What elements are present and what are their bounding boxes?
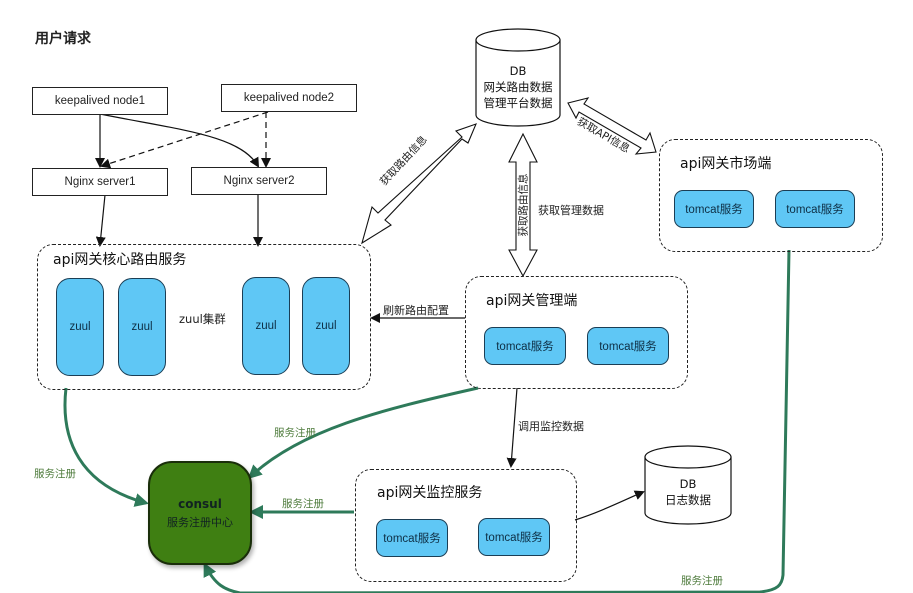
- edge-label-register-monitor: 服务注册: [282, 498, 324, 510]
- admin-title: api网关管理端: [486, 293, 578, 309]
- monitor-title: api网关监控服务: [377, 485, 483, 501]
- market-tomcat-2[interactable]: tomcat服务: [775, 190, 855, 228]
- keepalived-node2-label: keepalived node2: [243, 92, 335, 104]
- edge-register-market: [203, 249, 791, 593]
- admin-tomcat-2[interactable]: tomcat服务: [587, 327, 669, 365]
- zuul-node-3-label: zuul: [255, 320, 277, 332]
- zuul-node-2[interactable]: zuul: [118, 278, 166, 376]
- admin-tomcat-1[interactable]: tomcat服务: [484, 327, 566, 365]
- edge-label-admin-data: 获取管理数据: [538, 204, 604, 217]
- monitor-tomcat-2[interactable]: tomcat服务: [478, 518, 550, 556]
- consul-name: consul: [178, 496, 222, 511]
- edge-register-core: [63, 387, 149, 507]
- edge-nginx1-core: [95, 194, 106, 247]
- edge-monitor-dblog: [574, 490, 645, 521]
- edge-label-register-market: 服务注册: [681, 575, 723, 587]
- zuul-node-2-label: zuul: [131, 321, 153, 333]
- keepalived-node1-label: keepalived node1: [54, 95, 146, 107]
- admin-group[interactable]: [465, 276, 688, 389]
- edge-label-register-admin: 服务注册: [274, 427, 316, 439]
- market-title: api网关市场端: [680, 156, 772, 172]
- edge-node1-nginx2: [99, 113, 260, 168]
- edge-node2-nginx1: [100, 111, 269, 169]
- nginx-server2[interactable]: Nginx server2: [191, 167, 327, 195]
- monitor-group[interactable]: [355, 469, 577, 582]
- db-main-line-3: 管理平台数据: [483, 96, 553, 110]
- db-log-line-2: 日志数据: [665, 493, 711, 507]
- market-tomcat-1[interactable]: tomcat服务: [674, 190, 754, 228]
- db-log-line-1: DB: [679, 477, 697, 491]
- edge-label-call-monitor: 调用监控数据: [518, 420, 584, 433]
- db-log-cylinder: [644, 445, 732, 525]
- consul-subtitle: 服务注册中心: [167, 515, 233, 529]
- nginx-server1-label: Nginx server1: [64, 176, 136, 188]
- zuul-node-1-label: zuul: [69, 321, 91, 333]
- keepalived-node1[interactable]: keepalived node1: [32, 87, 168, 115]
- zuul-node-3[interactable]: zuul: [242, 277, 290, 375]
- db-main-line-1: DB: [509, 64, 527, 78]
- nginx-server2-label: Nginx server2: [223, 175, 295, 187]
- edge-label-refresh-route: 刷新路由配置: [383, 304, 449, 317]
- double-arrow-route-info-diag: [361, 123, 477, 245]
- nginx-server1[interactable]: Nginx server1: [32, 168, 168, 196]
- admin-tomcat-1-label: tomcat服务: [496, 341, 554, 353]
- market-tomcat-2-label: tomcat服务: [786, 204, 844, 216]
- zuul-node-1[interactable]: zuul: [56, 278, 104, 376]
- market-group[interactable]: [659, 139, 883, 252]
- admin-tomcat-2-label: tomcat服务: [599, 341, 657, 353]
- db-main-label: DB 网关路由数据 管理平台数据: [470, 63, 566, 111]
- edge-label-register-core: 服务注册: [34, 468, 76, 480]
- double-arrow-api-info: [567, 97, 657, 155]
- core-routing-group[interactable]: [37, 244, 371, 390]
- edge-label-route-info-vert: 获取路由信息: [517, 173, 530, 237]
- edge-register-admin: [247, 386, 479, 480]
- db-main-cylinder: [475, 28, 561, 127]
- db-main-line-2: 网关路由数据: [483, 80, 553, 94]
- edge-call-monitor: [506, 387, 518, 468]
- db-log-label: DB 日志数据: [640, 476, 736, 508]
- core-routing-title: api网关核心路由服务: [53, 252, 187, 268]
- zuul-node-4[interactable]: zuul: [302, 277, 350, 375]
- monitor-tomcat-1-label: tomcat服务: [383, 533, 441, 545]
- keepalived-node2[interactable]: keepalived node2: [221, 84, 357, 112]
- zuul-cluster-label: zuul集群: [179, 312, 226, 326]
- market-tomcat-1-label: tomcat服务: [685, 204, 743, 216]
- monitor-tomcat-2-label: tomcat服务: [485, 532, 543, 544]
- consul-registry[interactable]: consul 服务注册中心: [148, 461, 252, 565]
- page-title: 用户请求: [35, 31, 91, 47]
- monitor-tomcat-1[interactable]: tomcat服务: [376, 519, 448, 557]
- zuul-node-4-label: zuul: [315, 320, 337, 332]
